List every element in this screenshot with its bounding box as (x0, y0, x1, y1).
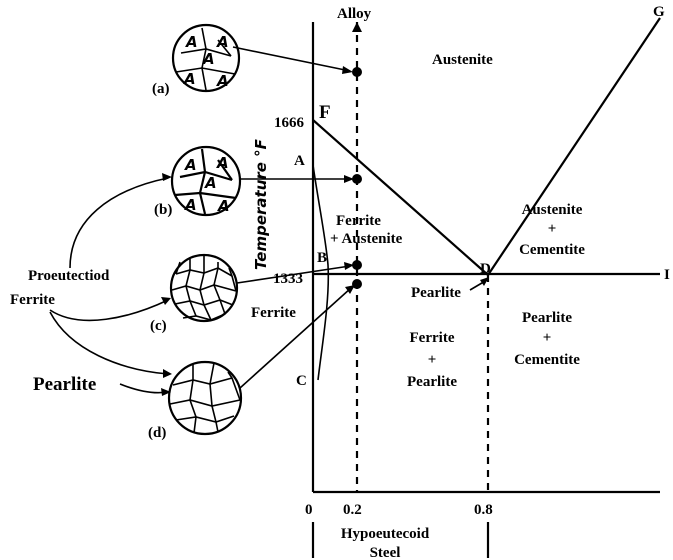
micro-c-label: (c) (150, 318, 167, 334)
point-C-label: C (296, 373, 307, 389)
point-B-label: B (317, 250, 327, 266)
austenite-region-label: Austenite (432, 52, 493, 68)
svg-text:A: A (204, 174, 217, 192)
pearlite-cementite-label-1: Pearlite (522, 310, 572, 326)
svg-text:A: A (217, 197, 230, 215)
hypoeutectoid-label-2: Steel (370, 545, 401, 560)
arrow-d-line (239, 287, 352, 389)
point-G-label: G (653, 4, 665, 20)
ferrite-arrow-to-d-head (163, 369, 172, 378)
ferrite-arrow-to-d (49, 311, 169, 375)
alloy-arrowhead (352, 22, 362, 32)
micro-d-label: (d) (148, 425, 166, 441)
austenite-cementite-label-1: Austenite (522, 202, 583, 218)
svg-text:A: A (216, 154, 229, 172)
arrow-d-head (345, 285, 355, 294)
hypoeutectoid-label-1: Hypoeutecoid (341, 526, 430, 542)
pearlite-arrow-label: Pearlite (411, 285, 461, 301)
point-A-label: A (294, 153, 305, 169)
svg-text:A: A (184, 156, 197, 174)
line-F-to-D (312, 119, 489, 276)
ferrite-austenite-label-2: + Austenite (330, 231, 403, 247)
micro-a-label: (a) (152, 81, 170, 97)
microstructure-d (167, 360, 243, 436)
ferrite-arrow-label: Ferrite (251, 305, 296, 321)
tick-08-label: 0.8 (474, 502, 493, 518)
ferrite-arrow-to-c (49, 299, 169, 322)
micro-b-label: (b) (154, 202, 172, 218)
microstructure-a: A A A A A (171, 23, 241, 93)
svg-text:A: A (216, 33, 229, 51)
svg-text:A: A (216, 72, 229, 90)
alloy-point-b (352, 174, 362, 184)
pearlite-arrow-to-d (119, 383, 168, 394)
arrow-a-head (342, 66, 353, 74)
svg-text:A: A (185, 33, 198, 51)
austenite-cementite-label-2: + (548, 221, 557, 237)
point-F-label: F (319, 102, 331, 123)
svg-text:A: A (202, 50, 215, 68)
tick-0-label: 0 (305, 502, 313, 518)
proeutectoid-label: Proeutectiod (28, 268, 110, 284)
pearlite-pointer-head (480, 277, 489, 286)
arrow-b-head (344, 175, 354, 183)
pearlite-left-label: Pearlite (33, 374, 96, 395)
pearlite-cementite-label-3: Cementite (514, 352, 580, 368)
ferrite-austenite-label-1: Ferrite (336, 213, 381, 229)
svg-text:A: A (184, 196, 197, 214)
ferrite-pearlite-label-3: Pearlite (407, 374, 457, 390)
point-D-label: D (480, 261, 491, 277)
ferrite-arrow-to-c-head (161, 297, 171, 305)
alloy-point-c (352, 260, 362, 270)
microstructure-c (169, 253, 239, 323)
point-I-label: I (664, 267, 670, 283)
arrow-a-line (232, 46, 351, 72)
proeutectoid-arrow-to-b-head (162, 173, 172, 181)
alloy-point-a (352, 67, 362, 77)
arrow-c-line (236, 265, 351, 284)
austenite-cementite-label-3: Cementite (519, 242, 585, 258)
svg-text:A: A (183, 70, 196, 88)
ferrite-pearlite-label-1: Ferrite (410, 330, 455, 346)
temp-1666-label: 1666 (274, 115, 305, 131)
alloy-label: Alloy (337, 6, 372, 22)
y-axis-label: Temperature °F (252, 138, 270, 270)
pearlite-cementite-label-2: + (543, 330, 552, 346)
ferrite-left-label: Ferrite (10, 292, 55, 308)
ferrite-pearlite-label-2: + (428, 352, 437, 368)
line-D-to-G (487, 17, 661, 276)
proeutectoid-arrow-to-b (69, 177, 169, 269)
microstructure-b: A A A A A (170, 145, 242, 217)
tick-02-label: 0.2 (343, 502, 362, 518)
alloy-point-d (352, 279, 362, 289)
ferrite-solvus-curve (312, 164, 330, 381)
arrow-c-head (344, 262, 354, 270)
pearlite-arrow-to-d-head (161, 388, 171, 396)
